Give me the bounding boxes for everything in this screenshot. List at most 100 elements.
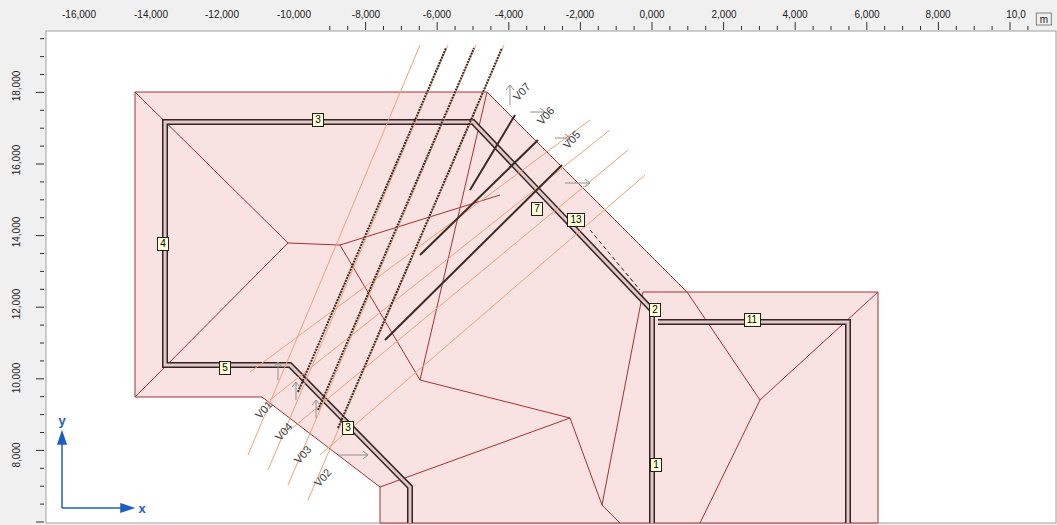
wall-number: 3 [342,421,354,435]
ruler-tick [40,217,44,218]
ruler-value: -12,000 [205,9,239,20]
ruler-value: -4,000 [495,9,523,20]
ruler-value: 6,000 [854,9,879,20]
ruler-tick [723,22,724,30]
ruler-tick [40,181,44,182]
wall-number: 11 [744,313,761,327]
ruler-tick [36,164,44,165]
ruler-value: 14,000 [11,217,22,248]
ruler-tick [40,486,44,487]
ruler-value: 8,000 [925,9,950,20]
ruler-tick [40,325,44,326]
roof-hips [135,92,878,523]
vector-arrows [274,85,590,459]
ruler-tick [848,26,849,30]
ruler-tick [40,468,44,469]
wall-number: 4 [157,237,169,251]
ruler-tick [36,235,44,236]
ruler-tick [938,22,939,30]
ruler-tick [1027,26,1028,30]
ruler-tick [795,22,796,30]
ruler-tick [36,92,44,93]
ruler-tick [759,26,760,30]
ruler-value: -10,000 [277,9,311,20]
ruler-tick [562,26,563,30]
ruler-tick [831,26,832,30]
wall-number-text: 13 [570,214,581,225]
ruler-value: 10,0 [1006,9,1025,20]
wall-number: 7 [531,202,543,216]
ruler-tick [419,26,420,30]
ruler-value: -14,000 [134,9,168,20]
ruler-tick [36,522,44,523]
ruler-tick [544,26,545,30]
ruler-value: 18,000 [11,71,22,102]
ruler-tick [40,253,44,254]
ruler-tick [455,26,456,30]
ruler-tick [40,128,44,129]
ruler-value: -6,000 [423,9,451,20]
ruler-tick [634,26,635,30]
ruler-tick [974,26,975,30]
wall-number: 2 [649,303,661,317]
ruler-value: 4,000 [782,9,807,20]
ruler-tick [40,414,44,415]
ruler-tick [687,26,688,30]
wall-number-text: 1 [653,459,659,470]
ruler-tick [616,26,617,30]
ruler-tick [36,450,44,451]
wall-number-text: 11 [747,314,757,325]
roof-outline [135,92,878,523]
ruler-tick [884,26,885,30]
ruler-tick [866,22,867,30]
ruler-value: 8,000 [11,442,22,467]
load-beams [298,48,562,428]
ruler-tick [741,26,742,30]
ruler-tick [40,38,44,39]
ruler-value: -8,000 [352,9,380,20]
wall-number-text: 5 [222,362,228,373]
wall-number-text: 4 [160,238,166,249]
wall-number: 13 [567,213,585,227]
axes [58,432,133,512]
ruler-value: 2,000 [711,9,736,20]
ruler-tick [383,26,384,30]
wall-number: 5 [219,361,231,375]
ruler-tick [365,22,366,30]
ruler-tick [526,26,527,30]
wall-number-text: 7 [534,203,540,214]
wall-number: 1 [650,458,662,472]
ruler-tick [40,146,44,147]
wall-number-text: 3 [345,422,351,433]
ruler-tick [1010,22,1011,30]
ruler-tick [40,74,44,75]
axis-label: x [138,503,145,514]
ruler-tick [490,26,491,30]
ruler-tick [992,26,993,30]
ruler-tick [40,199,44,200]
ruler-value: 10,000 [11,363,22,394]
ruler-tick [437,22,438,30]
ruler-ticks [36,22,1028,522]
ruler-tick [40,360,44,361]
ruler-tick [902,26,903,30]
ruler-tick [347,26,348,30]
ruler-value: 12,000 [11,289,22,320]
ruler-value: 0,000 [639,9,664,20]
ruler-value: 16,000 [11,145,22,176]
ruler-tick [401,26,402,30]
ruler-tick [40,289,44,290]
ruler-tick [652,22,653,30]
ruler-tick [40,432,44,433]
ruler-tick [669,26,670,30]
ruler-tick [508,22,509,30]
ruler-tick [329,26,330,30]
ruler-tick [36,378,44,379]
ruler-tick [920,26,921,30]
ruler-bar [0,0,1057,30]
ruler-value: -2,000 [566,9,594,20]
unit: m [1036,13,1052,26]
ruler-tick [40,271,44,272]
wall-number-text: 2 [652,304,658,315]
